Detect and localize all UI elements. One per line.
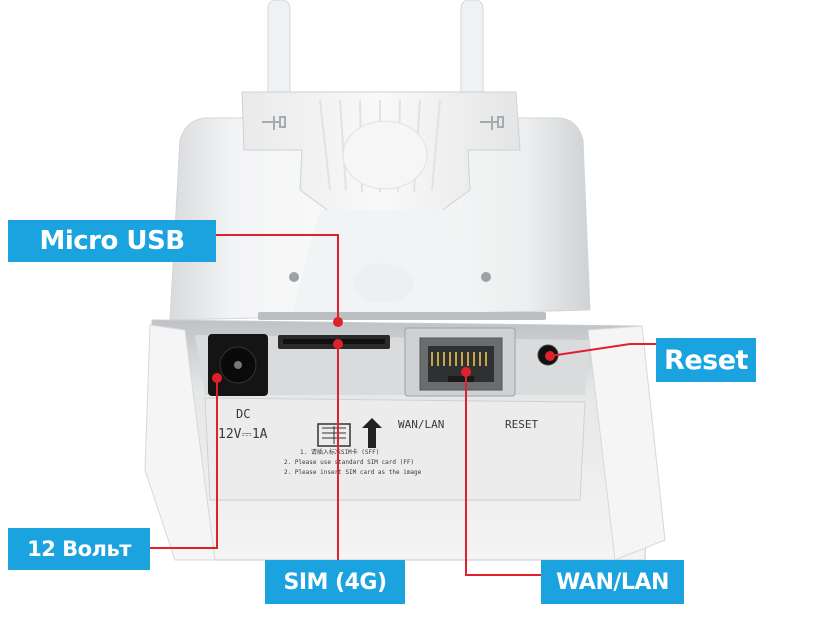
panel-dc-rating: 12V⎓1A [218,427,268,442]
sim-icon [317,423,351,447]
panel-wan-lan: WAN/LAN [398,418,444,431]
leader-dots [212,317,555,383]
panel-reset: RESET [505,418,538,431]
leader-lines [150,234,656,576]
callout-wan-lan: WAN/LAN [541,560,684,604]
callout-reset: Reset [656,338,756,382]
panel-note-2: 2. Please use standard SIM card (FF) [284,459,414,466]
side-flap-left [144,324,216,561]
dc-power-jack [208,334,268,396]
arrow-up-icon [362,418,382,448]
callout-sim: SIM (4G) [265,560,405,604]
label-plate [204,397,586,501]
screw [289,272,299,282]
top-slot [258,312,546,320]
callout-micro-usb: Micro USB [8,220,216,262]
callout-power: 12 Вольт [8,528,150,570]
panel-dc-label: DC [236,407,250,421]
logo-recess [353,263,413,303]
rj45-port [404,327,516,397]
panel-note-1: 1. 请插入标准SIM卡 (SFF) [300,448,379,456]
screw [481,272,491,282]
side-flap-right [587,325,666,561]
panel-note-3: 2. Please insert SIM card as the image [284,469,422,476]
